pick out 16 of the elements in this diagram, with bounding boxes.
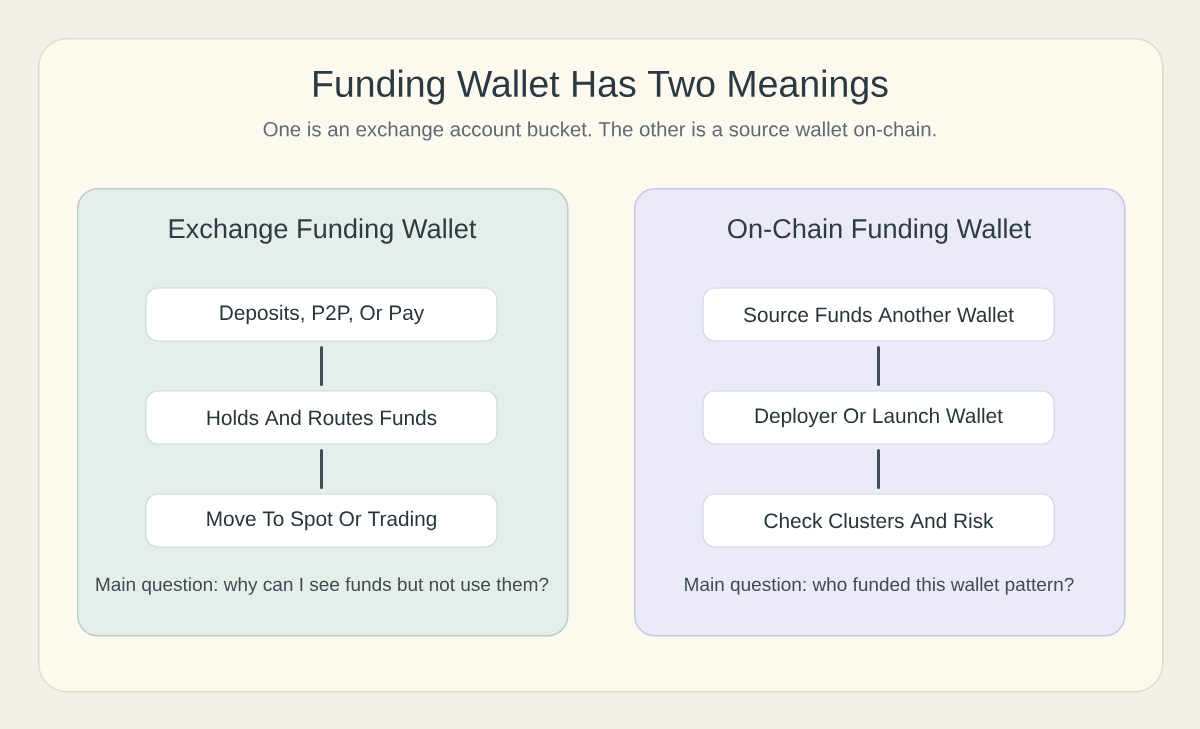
step-box: Check Clusters And Risk bbox=[702, 493, 1055, 548]
step-box: Deployer Or Launch Wallet bbox=[702, 390, 1055, 445]
step-box: Holds And Routes Funds bbox=[145, 390, 498, 445]
step-box: Deposits, P2P, Or Pay bbox=[145, 287, 498, 342]
connector-line bbox=[877, 449, 880, 489]
title: Funding Wallet Has Two Meanings bbox=[314, 69, 888, 105]
question-text: Main question: why can I see funds but not use them? bbox=[96, 577, 549, 595]
question-text: Main question: who funded this wallet pattern? bbox=[685, 577, 1074, 595]
subtitle: One is an exchange account bucket. The other is a source wallet on-chain. bbox=[263, 121, 936, 141]
panel-heading: Exchange Funding Wallet bbox=[169, 218, 477, 244]
step-box: Source Funds Another Wallet bbox=[702, 287, 1055, 342]
step-box: Move To Spot Or Trading bbox=[145, 493, 498, 548]
panel-heading: On-Chain Funding Wallet bbox=[728, 218, 1031, 244]
connector-line bbox=[320, 449, 323, 489]
connector-line bbox=[320, 346, 323, 386]
connector-line bbox=[877, 346, 880, 386]
